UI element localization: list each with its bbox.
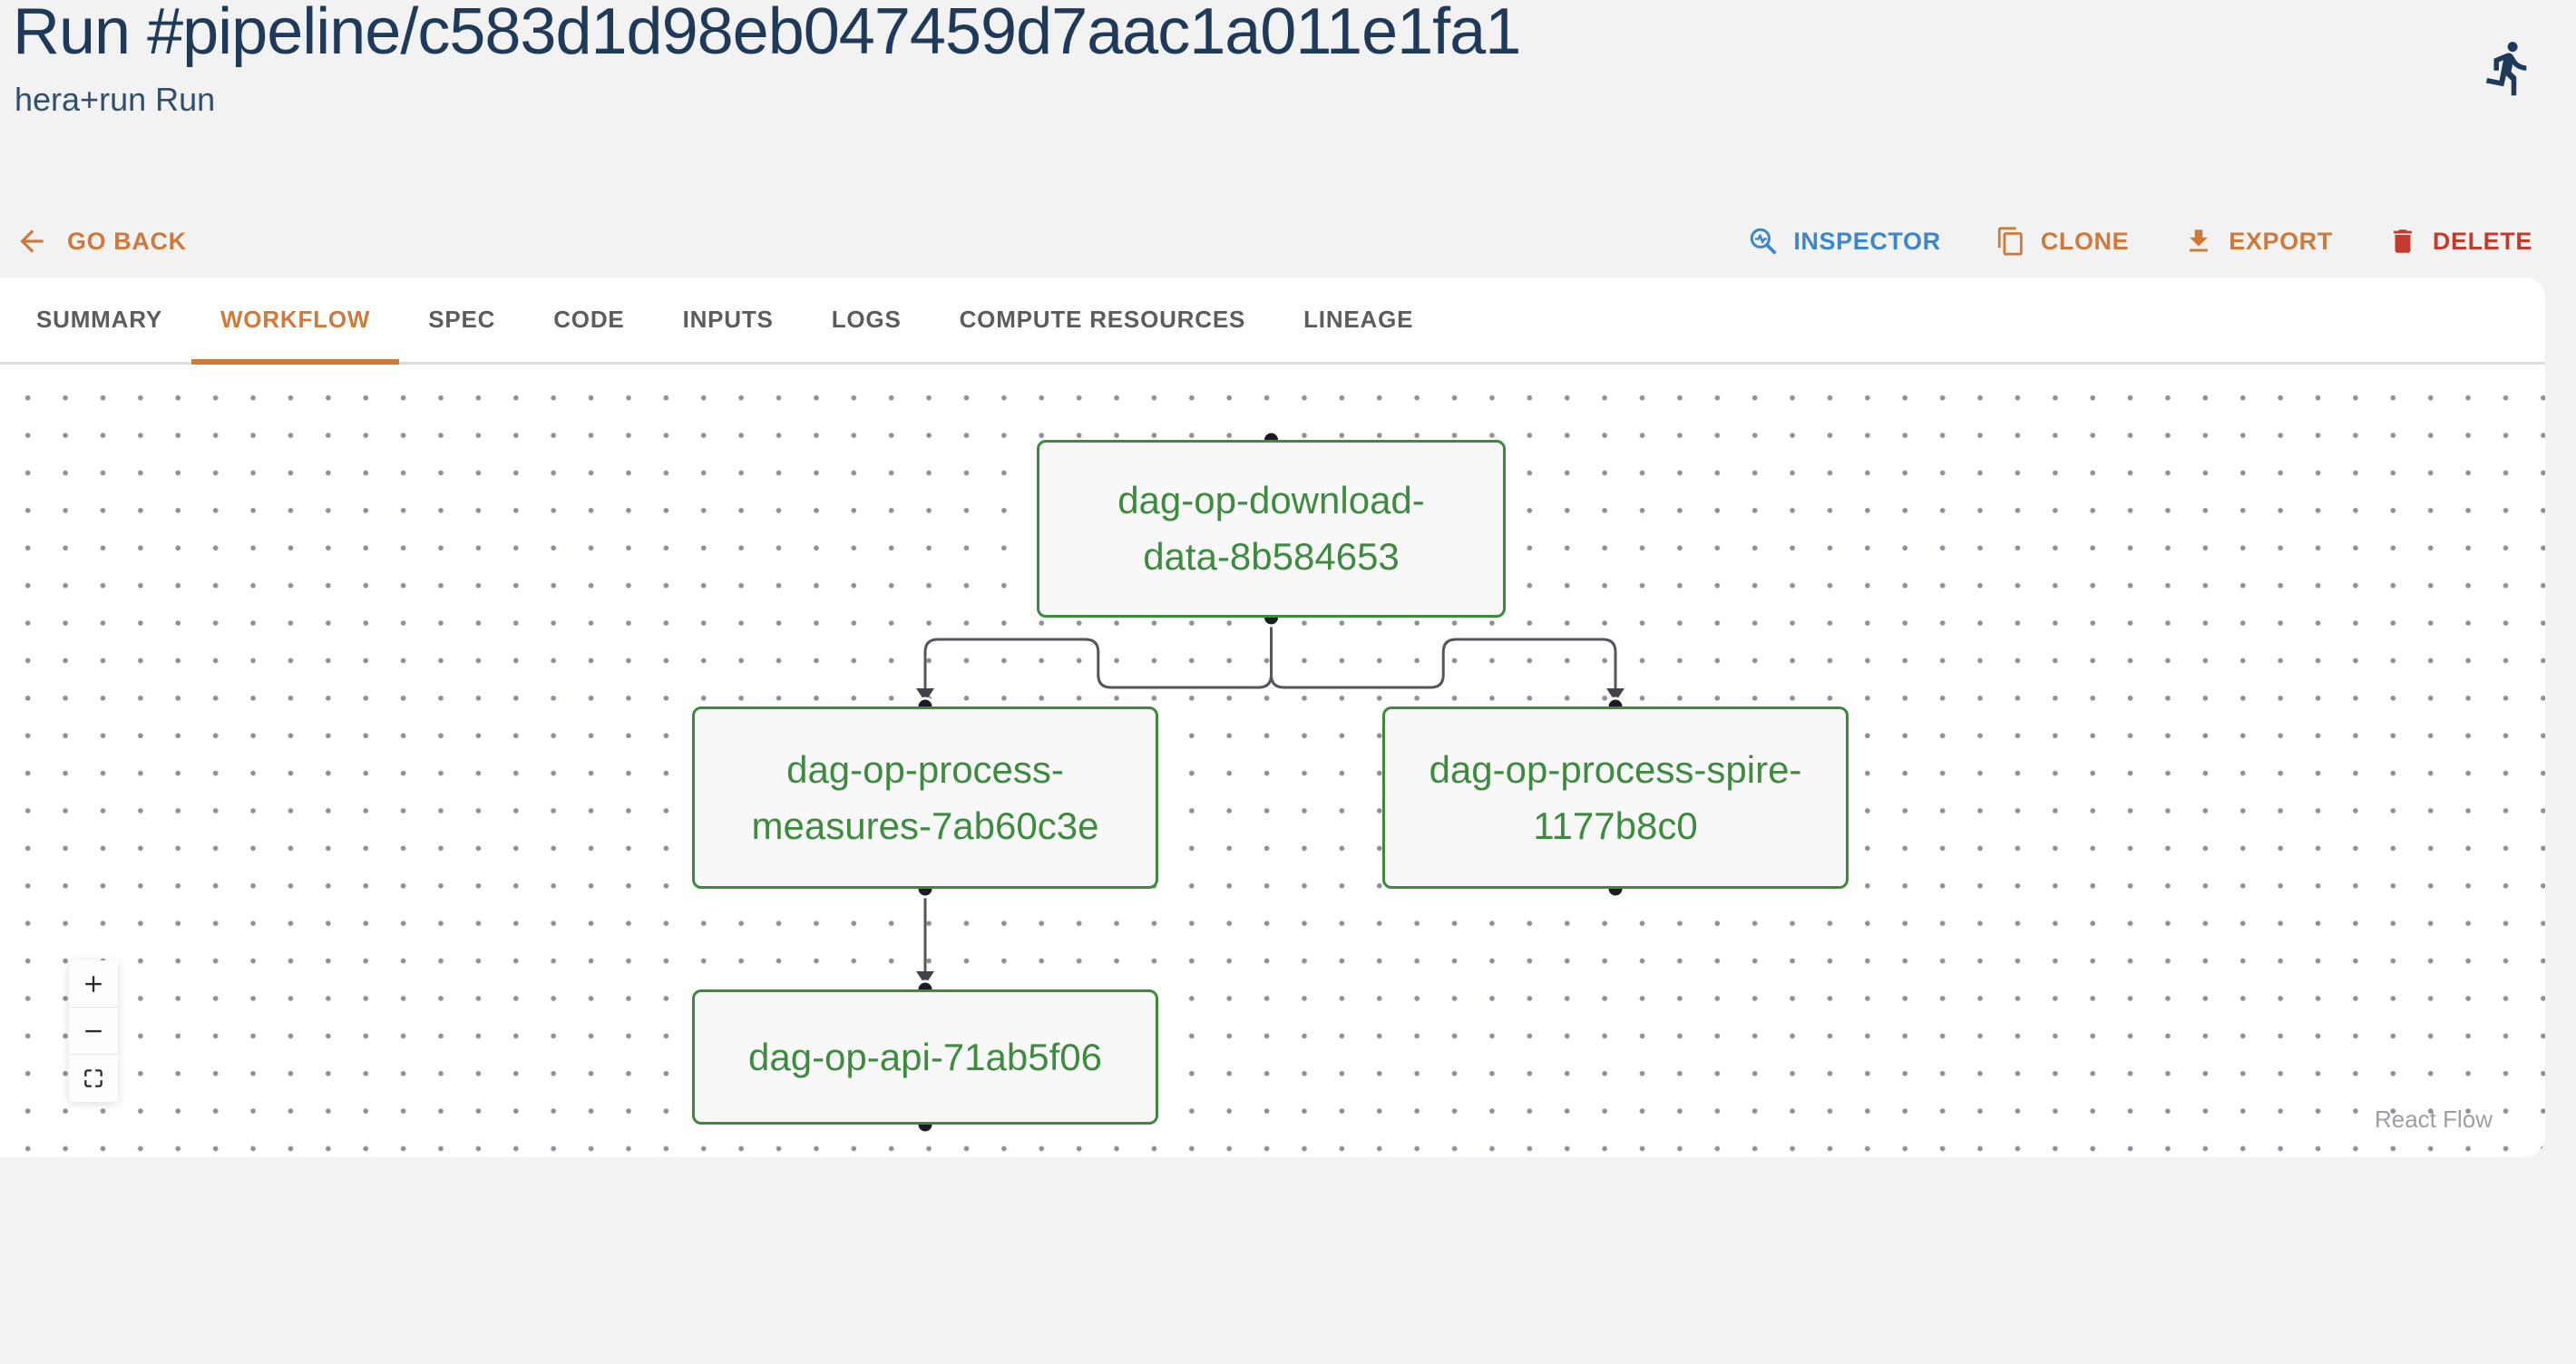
flow-node-label: measures-7ab60c3e — [751, 804, 1099, 847]
fit-icon — [82, 1067, 105, 1090]
reactflow-attribution[interactable]: React Flow — [2374, 1106, 2493, 1133]
flow-node-label: 1177b8c0 — [1533, 804, 1698, 847]
tab-inputs[interactable]: INPUTS — [682, 306, 774, 333]
runner-icon — [2479, 38, 2539, 98]
tab-workflow[interactable]: WORKFLOW — [190, 278, 400, 365]
minus-icon — [80, 1018, 107, 1045]
fit-view-button[interactable] — [69, 1055, 118, 1102]
content-card: SUMMARY WORKFLOW SPEC CODE INPUTS LOGS COMPUTE… — [0, 278, 2545, 1157]
export-icon — [2183, 226, 2214, 257]
flow-node-dag-op-download-data-8b584653[interactable]: dag-op-download-data-8b584653 — [1037, 440, 1506, 618]
go-back-label: GO BACK — [67, 227, 187, 255]
clone-icon — [1995, 226, 2026, 257]
page-title: Run #pipeline/c583d1d98eb047459d7aac1a01… — [13, 0, 1521, 68]
delete-button[interactable]: DELETE — [2387, 226, 2532, 257]
workflow-canvas[interactable]: dag-op-download-data-8b584653 dag-op-proc… — [0, 367, 2545, 1157]
page-subtitle: hera+run Run — [15, 81, 216, 118]
flow-node-label: dag-op-api-71ab5f06 — [748, 1035, 1102, 1078]
flow-node-dag-op-api-71ab5f06[interactable]: dag-op-api-71ab5f06 — [692, 989, 1158, 1125]
inspector-label: INSPECTOR — [1793, 227, 1941, 255]
flow-controls — [69, 960, 118, 1102]
tab-compute-resources[interactable]: COMPUTE RESOURCES — [959, 306, 1246, 333]
zoom-in-button[interactable] — [69, 960, 118, 1008]
tab-spec[interactable]: SPEC — [428, 306, 496, 333]
flow-node-label: dag-op-process-spire- — [1429, 747, 1802, 791]
arrow-left-icon — [15, 224, 49, 258]
flow-node-label: data-8b584653 — [1143, 535, 1400, 578]
tab-summary[interactable]: SUMMARY — [36, 306, 162, 333]
delete-icon — [2387, 226, 2418, 257]
clone-label: CLONE — [2040, 227, 2130, 255]
tab-bar: SUMMARY WORKFLOW SPEC CODE INPUTS LOGS COMPUTE… — [0, 278, 2545, 365]
flow-node-dag-op-process-measures-7ab60c3e[interactable]: dag-op-process-measures-7ab60c3e — [692, 706, 1158, 889]
export-label: EXPORT — [2229, 227, 2333, 255]
flow-node-label: dag-op-download- — [1117, 479, 1425, 521]
inspector-button[interactable]: INSPECTOR — [1748, 226, 1940, 257]
tab-logs[interactable]: LOGS — [831, 306, 902, 333]
clone-button[interactable]: CLONE — [1995, 226, 2130, 257]
flow-node-dag-op-process-spire-1177b8c0[interactable]: dag-op-process-spire- 1177b8c0 — [1382, 706, 1849, 889]
export-button[interactable]: EXPORT — [2183, 226, 2333, 257]
zoom-out-button[interactable] — [69, 1008, 118, 1055]
tab-lineage[interactable]: LINEAGE — [1303, 306, 1414, 333]
toolbar: GO BACK INSPECTOR CLONE EXPORT DELETE — [0, 216, 2576, 267]
go-back-button[interactable]: GO BACK — [15, 216, 187, 267]
plus-icon — [80, 970, 107, 998]
flow-node-label: dag-op-process- — [786, 747, 1064, 791]
inspector-icon — [1748, 226, 1779, 257]
toolbar-actions: INSPECTOR CLONE EXPORT DELETE — [1748, 216, 2532, 267]
delete-label: DELETE — [2432, 227, 2532, 255]
tab-code[interactable]: CODE — [553, 306, 625, 333]
